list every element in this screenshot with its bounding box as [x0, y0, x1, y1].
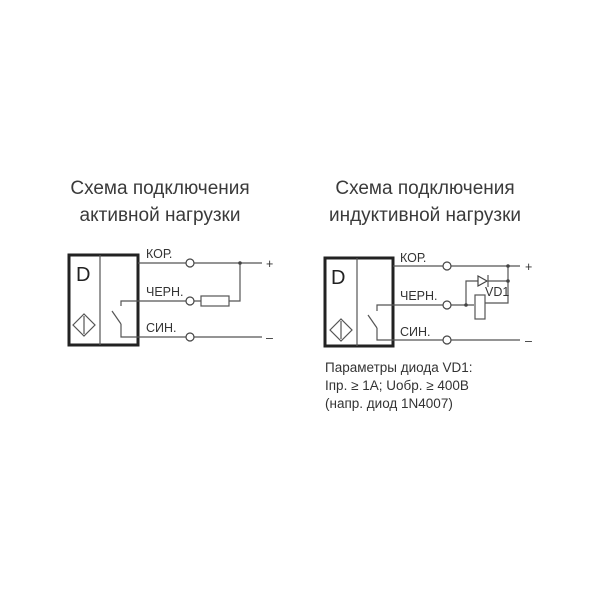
wire-label-blue: СИН.	[146, 321, 177, 335]
sensor-symbol-icon	[329, 318, 353, 342]
minus-label: –	[525, 334, 532, 348]
junction	[238, 261, 242, 265]
sensor-body	[67, 253, 140, 347]
diode-note-line3: (напр. диод 1N4007)	[325, 396, 453, 411]
coil-icon	[474, 294, 486, 320]
wire-label-black: ЧЕРН.	[400, 289, 438, 303]
sensor-label: D	[331, 267, 345, 289]
wire-label-brown: КОР.	[400, 251, 426, 265]
minus-label: –	[266, 331, 273, 345]
junction	[506, 279, 510, 283]
switch-icon	[111, 300, 138, 338]
terminal	[185, 332, 195, 342]
sensor-label: D	[76, 264, 90, 286]
junction	[464, 303, 468, 307]
active-load-diagram: Схема подключения активной нагрузки D КО…	[67, 178, 273, 347]
wire-label-black: ЧЕРН.	[146, 285, 184, 299]
plus-label: +	[266, 257, 273, 271]
terminal	[185, 258, 195, 268]
terminal	[442, 261, 452, 271]
wire-label-blue: СИН.	[400, 325, 431, 339]
inductive-load-diagram: Схема подключения индуктивной нагрузки D…	[323, 178, 532, 411]
terminal	[442, 300, 452, 310]
right-title-line2: индуктивной нагрузки	[329, 205, 521, 226]
right-title-line1: Схема подключения	[335, 178, 514, 199]
plus-label: +	[525, 260, 532, 274]
switch-icon	[367, 304, 393, 341]
terminal	[185, 296, 195, 306]
resistor-icon	[200, 295, 230, 307]
diode-label: VD1	[485, 285, 509, 299]
terminal	[442, 335, 452, 345]
sensor-symbol-icon	[72, 313, 96, 337]
left-title-line1: Схема подключения	[70, 178, 249, 199]
diode-note-line1: Параметры диода VD1:	[325, 360, 473, 375]
left-title-line2: активной нагрузки	[80, 205, 241, 226]
junction	[506, 264, 510, 268]
diode-icon	[477, 274, 489, 288]
sensor-body	[323, 256, 395, 348]
black-wire	[393, 266, 509, 306]
diode-note-line2: Iпр. ≥ 1A; Uобр. ≥ 400В	[325, 378, 469, 393]
black-wire	[138, 263, 241, 302]
wire-label-brown: КОР.	[146, 247, 172, 261]
